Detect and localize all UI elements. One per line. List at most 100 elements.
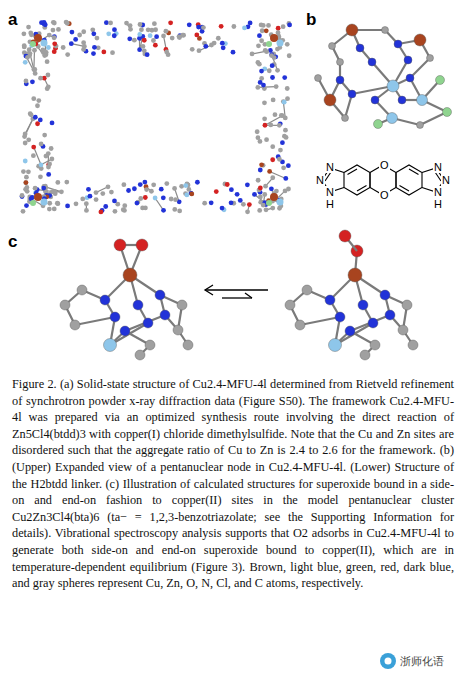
atom (186, 187, 191, 192)
atom (99, 210, 104, 215)
atom (51, 28, 56, 33)
atom (173, 325, 183, 335)
atom (286, 163, 291, 168)
atom (100, 295, 110, 305)
atom (138, 22, 143, 27)
atom (404, 56, 412, 64)
atom (27, 47, 32, 52)
atom (28, 111, 33, 116)
atom (190, 47, 195, 52)
atom (220, 206, 225, 211)
atom (263, 48, 268, 53)
atom (443, 108, 452, 117)
atom (346, 24, 358, 36)
atom (256, 178, 261, 183)
atom (74, 201, 79, 206)
atom (274, 84, 279, 89)
atom (374, 120, 383, 129)
atom (84, 201, 89, 206)
atom (45, 86, 50, 91)
framework-structure (20, 20, 292, 215)
atom (283, 176, 288, 181)
atom (113, 209, 118, 214)
atom (41, 186, 46, 191)
atom (39, 162, 44, 167)
atom (285, 86, 290, 91)
atom (216, 36, 221, 41)
atom (270, 193, 278, 201)
atom (136, 239, 148, 251)
atom (189, 191, 194, 196)
atom (371, 96, 379, 104)
atom (144, 187, 149, 192)
atom (315, 75, 322, 82)
atom (277, 157, 282, 162)
atom (59, 189, 64, 194)
atom (406, 74, 414, 82)
panel-letter: a (8, 10, 17, 30)
bond (258, 86, 276, 88)
atom (46, 45, 51, 50)
atom (126, 188, 131, 193)
atom (60, 300, 70, 310)
atom (110, 50, 115, 55)
atom (212, 41, 217, 46)
atom (183, 340, 193, 350)
atom (38, 76, 43, 81)
bond (410, 58, 430, 78)
atom (245, 209, 250, 214)
side-on-cluster (60, 239, 193, 360)
atom (148, 33, 153, 38)
atom (257, 33, 262, 38)
atom (52, 189, 57, 194)
atom (112, 27, 117, 32)
atom (50, 121, 55, 126)
atom (436, 76, 445, 85)
atom (196, 25, 201, 30)
atom (264, 207, 269, 212)
atom (277, 40, 284, 47)
atom (135, 350, 145, 360)
atom (132, 38, 137, 43)
end-on-cluster (285, 230, 418, 360)
atom (282, 100, 287, 105)
atom (259, 22, 264, 27)
atom (184, 193, 189, 198)
atom (26, 137, 31, 142)
atom (281, 99, 286, 104)
atom (256, 135, 261, 140)
atom (39, 142, 44, 147)
atom (77, 33, 82, 38)
atom (261, 203, 266, 208)
atom (52, 35, 57, 40)
atom (24, 79, 29, 84)
atom (90, 27, 95, 32)
atom (30, 200, 36, 206)
atom (368, 58, 376, 66)
atom (262, 100, 267, 105)
atom (35, 103, 40, 108)
atom (283, 128, 288, 133)
atom (161, 195, 166, 200)
atom (94, 197, 99, 202)
atom (55, 201, 60, 206)
atom (414, 34, 426, 46)
atom (88, 194, 93, 199)
atom (270, 175, 275, 180)
atom (356, 44, 364, 52)
atom (284, 135, 289, 140)
atom (33, 71, 38, 76)
atom (270, 34, 278, 42)
atom (38, 118, 43, 123)
atom (22, 134, 27, 139)
bond (350, 315, 390, 331)
atom (169, 197, 174, 202)
atom (103, 204, 108, 209)
atom (382, 27, 389, 34)
atom (152, 21, 157, 26)
atom (142, 180, 147, 185)
atom (34, 34, 42, 42)
atom (259, 38, 264, 43)
atom (104, 20, 109, 25)
atom (256, 43, 261, 48)
